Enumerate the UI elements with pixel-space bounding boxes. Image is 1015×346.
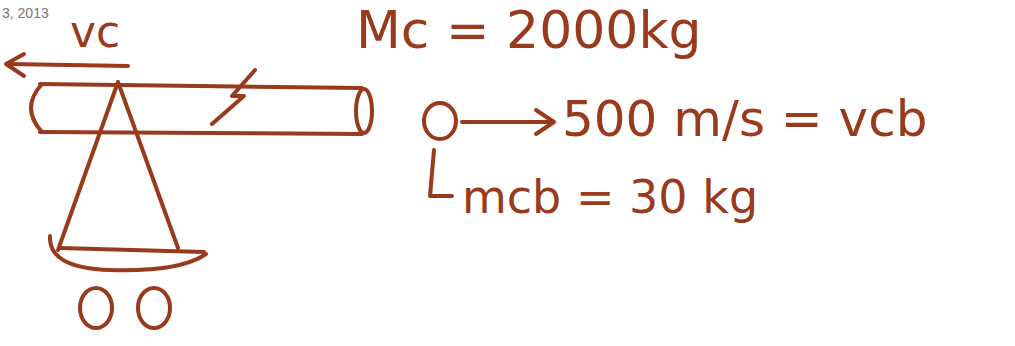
velocity-arrow [462,120,552,124]
wheel [138,288,170,328]
velocity-label: vc [70,8,120,56]
arrow-head [536,110,554,134]
cannonball [424,103,456,139]
wheel [80,288,112,328]
support-frame [58,82,178,250]
muzzle [356,89,372,133]
leader-line [212,70,255,124]
arrow-head [6,54,24,76]
cannon-barrel [40,84,362,134]
mass-label: Mc = 2000kg [356,2,702,59]
velocity-label: 500 m/s = vcb [562,92,927,147]
carriage [50,236,206,270]
recoil-arrow [8,64,128,66]
leader-line [430,150,452,196]
support-base [60,248,204,252]
mass-label: mcb = 30 kg [462,172,758,223]
barrel-end [31,84,42,132]
date-fragment: 3, 2013 [2,6,49,21]
